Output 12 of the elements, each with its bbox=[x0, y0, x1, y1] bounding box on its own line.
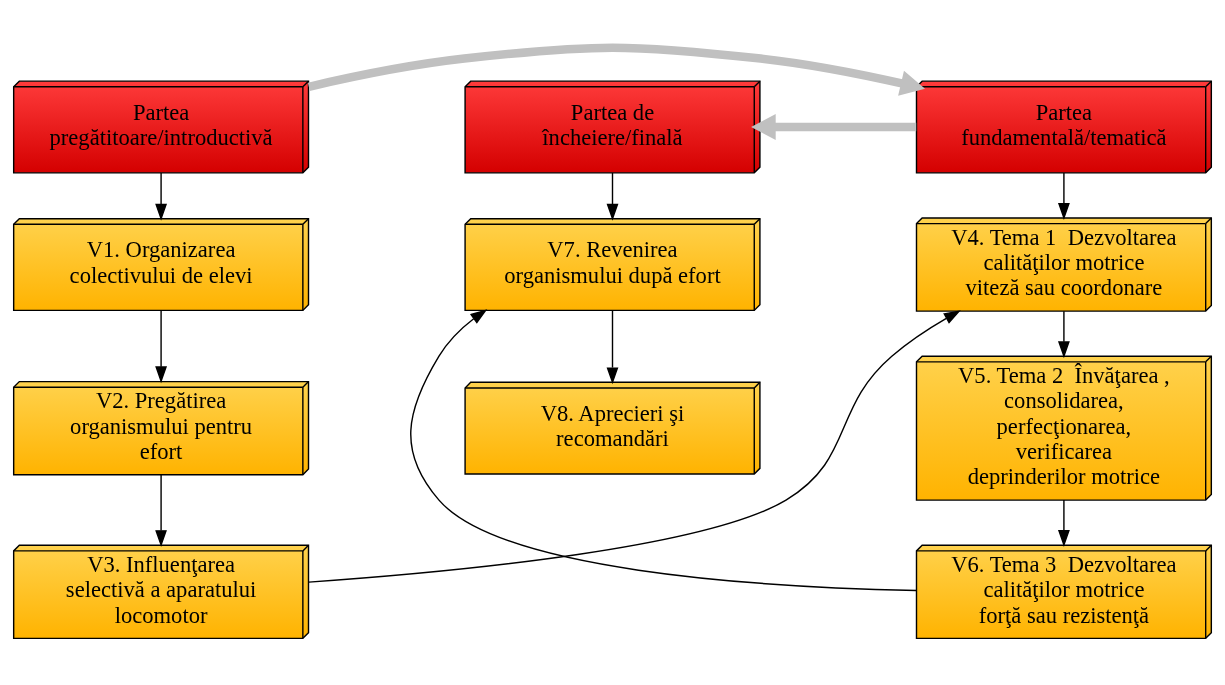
arrow bbox=[1057, 171, 1070, 220]
arrow bbox=[410, 308, 918, 591]
arrow bbox=[155, 171, 168, 221]
arrow bbox=[606, 171, 619, 221]
arrow bbox=[1057, 498, 1070, 547]
arrow bbox=[308, 309, 961, 583]
arrow bbox=[155, 309, 168, 383]
arrow bbox=[606, 309, 619, 384]
arrow bbox=[307, 42, 926, 96]
arrow bbox=[155, 473, 168, 547]
arrow bbox=[751, 113, 917, 140]
arrow bbox=[1057, 309, 1070, 358]
